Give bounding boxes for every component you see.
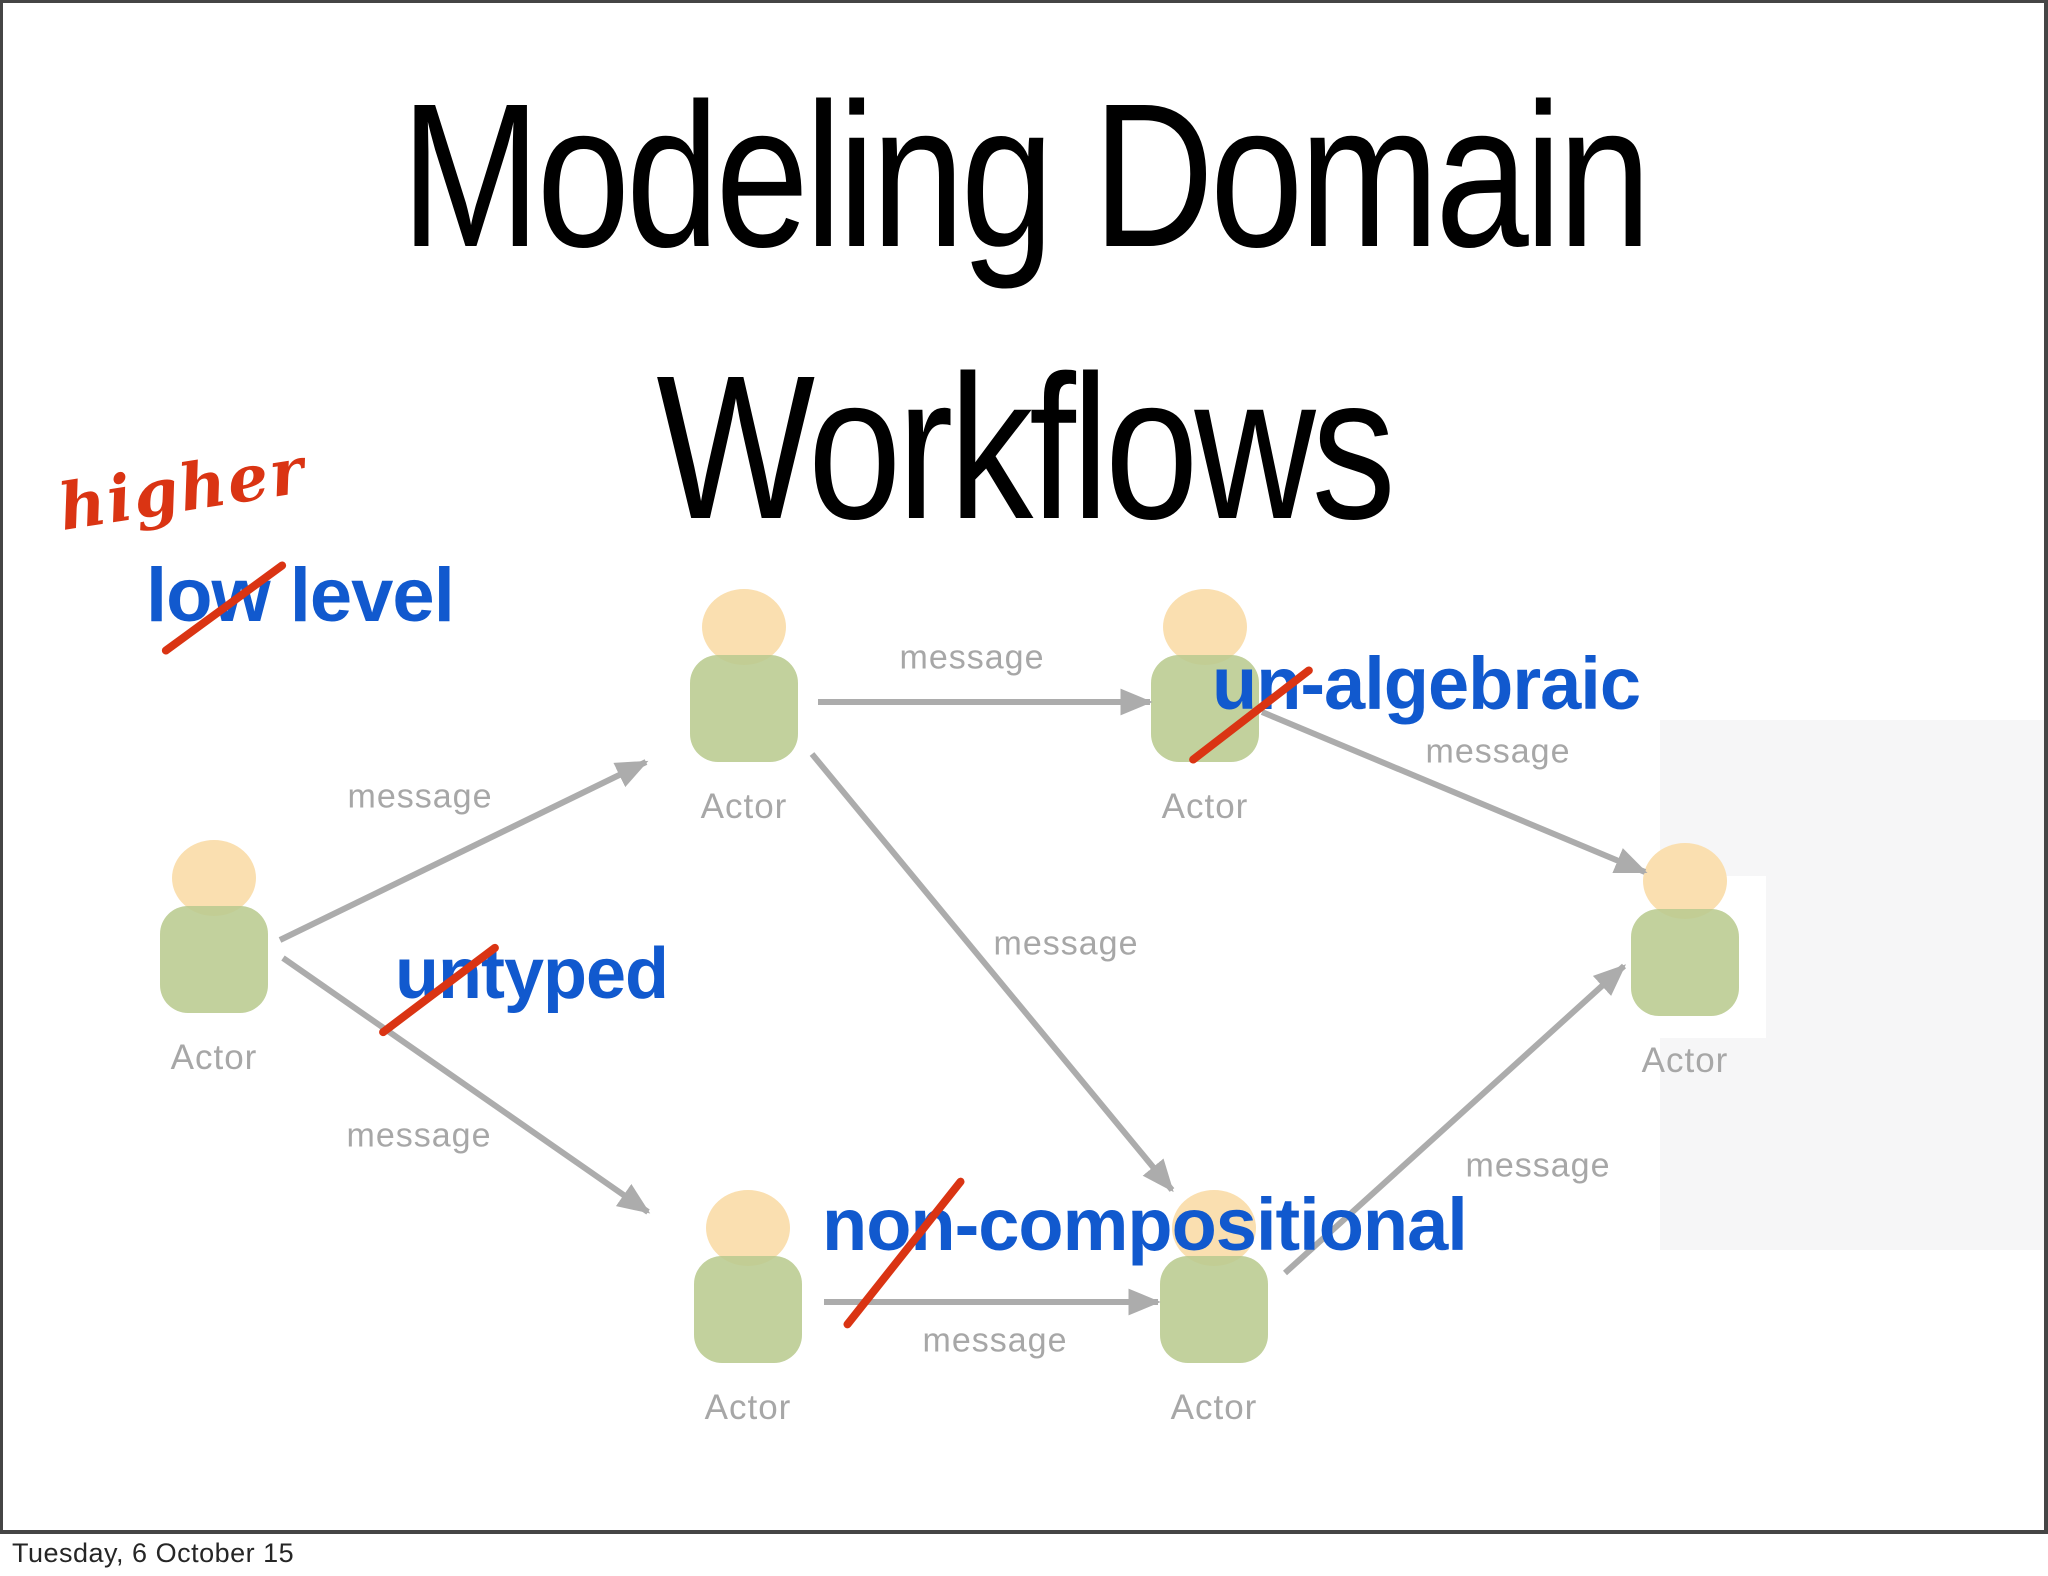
actor-head-icon [1643,843,1727,919]
annotation-un-algebraic: un-algebraic [1212,642,1641,725]
slide-border-right [2044,0,2048,1533]
message-label: message [993,924,1139,963]
actor-head-icon [1163,589,1247,665]
actor-label: Actor [1170,1388,1258,1427]
message-arrow [1260,709,1648,875]
actor-head-icon [702,589,786,665]
message-arrow [809,752,1175,1193]
message-label: message [922,1321,1068,1360]
message-label: message [1425,732,1571,771]
actor-body-icon [1160,1256,1268,1363]
actor-body-icon [694,1256,802,1363]
message-arrow [278,759,649,943]
slide-title-line-1: Modeling Domain [400,61,1652,290]
message-label: message [899,638,1045,677]
actor-label: Actor [704,1388,792,1427]
annotation-low-level: low level [146,553,455,638]
actor-head-icon [1172,1190,1256,1266]
actor-body-icon [1631,909,1739,1016]
actor-head-icon [172,840,256,916]
actor-head-icon [706,1190,790,1266]
annotation-non-compositional: non-compositional [822,1183,1468,1266]
message-label: message [347,777,493,816]
actor-label: Actor [170,1038,258,1077]
actor-label: Actor [700,787,788,826]
actor-label: Actor [1161,787,1249,826]
message-label: message [346,1116,492,1155]
message-arrow [281,955,651,1215]
message-arrow [1282,963,1627,1276]
actor-body-icon [160,906,268,1013]
actor-label: Actor [1641,1041,1729,1080]
actor-body-icon [690,655,798,762]
annotation-untyped: untyped [395,934,669,1014]
slide-border-bottom [0,1530,2048,1534]
slide-title-line-2: Workflows [656,333,1395,562]
slide-border-left [0,0,3,1533]
date-footer: Tuesday, 6 October 15 [12,1538,295,1568]
slide-border-top [0,0,2048,3]
message-label: message [1465,1146,1611,1185]
